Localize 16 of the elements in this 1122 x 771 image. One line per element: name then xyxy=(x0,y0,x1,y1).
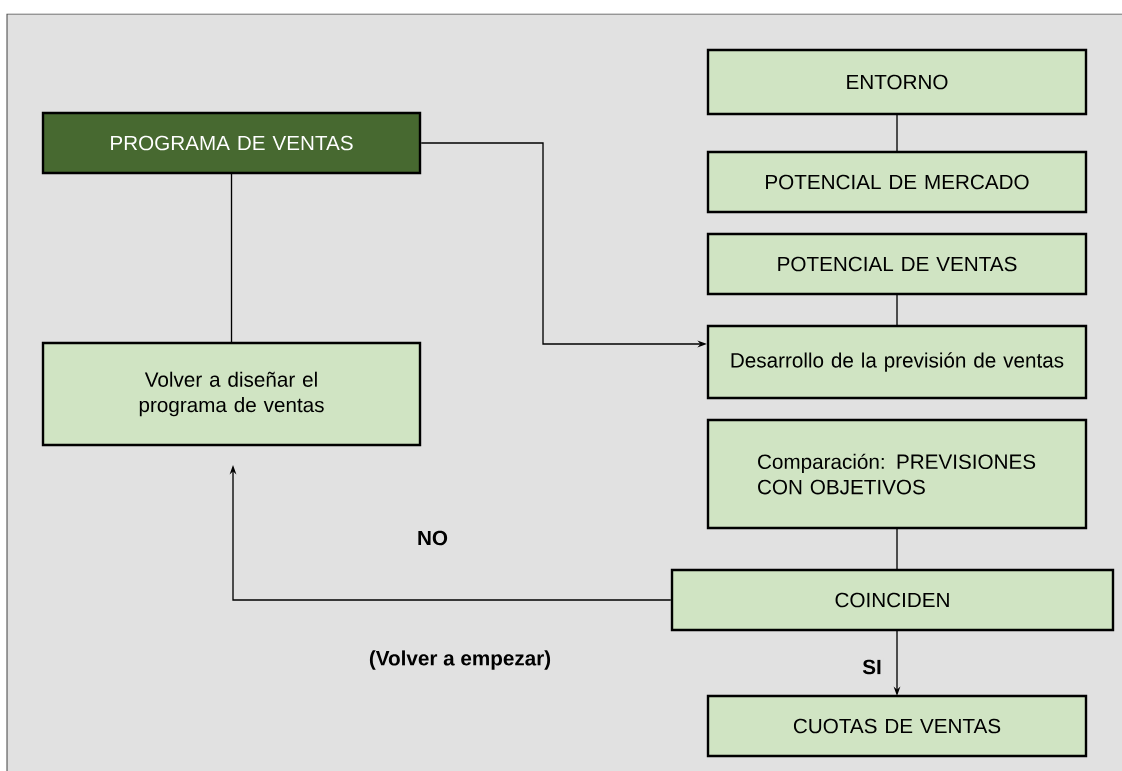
process-box: POTENCIAL DE VENTAS xyxy=(706,232,1088,296)
edge-label: NO xyxy=(415,529,450,547)
note-text: (Volver a empezar) xyxy=(369,650,551,670)
connector xyxy=(230,172,233,344)
process-box: COINCIDEN xyxy=(670,568,1115,632)
edge-label: SI xyxy=(860,658,884,676)
connector xyxy=(896,113,898,153)
process-box: CUOTAS DE VENTAS xyxy=(706,694,1088,758)
process-box: POTENCIAL DE MERCADO xyxy=(706,150,1088,214)
process-box: Desarrollo de la previsión de ventas xyxy=(706,324,1088,400)
process-box: Comparación: PREVISIONES CON OBJETIVOS xyxy=(706,418,1088,530)
connector xyxy=(896,527,898,571)
process-box: ENTORNO xyxy=(706,48,1088,116)
connector xyxy=(896,293,898,327)
process-box: PROGRAMA DE VENTAS xyxy=(41,111,422,175)
process-box: Volver a diseñar el programa de ventas xyxy=(41,341,422,447)
